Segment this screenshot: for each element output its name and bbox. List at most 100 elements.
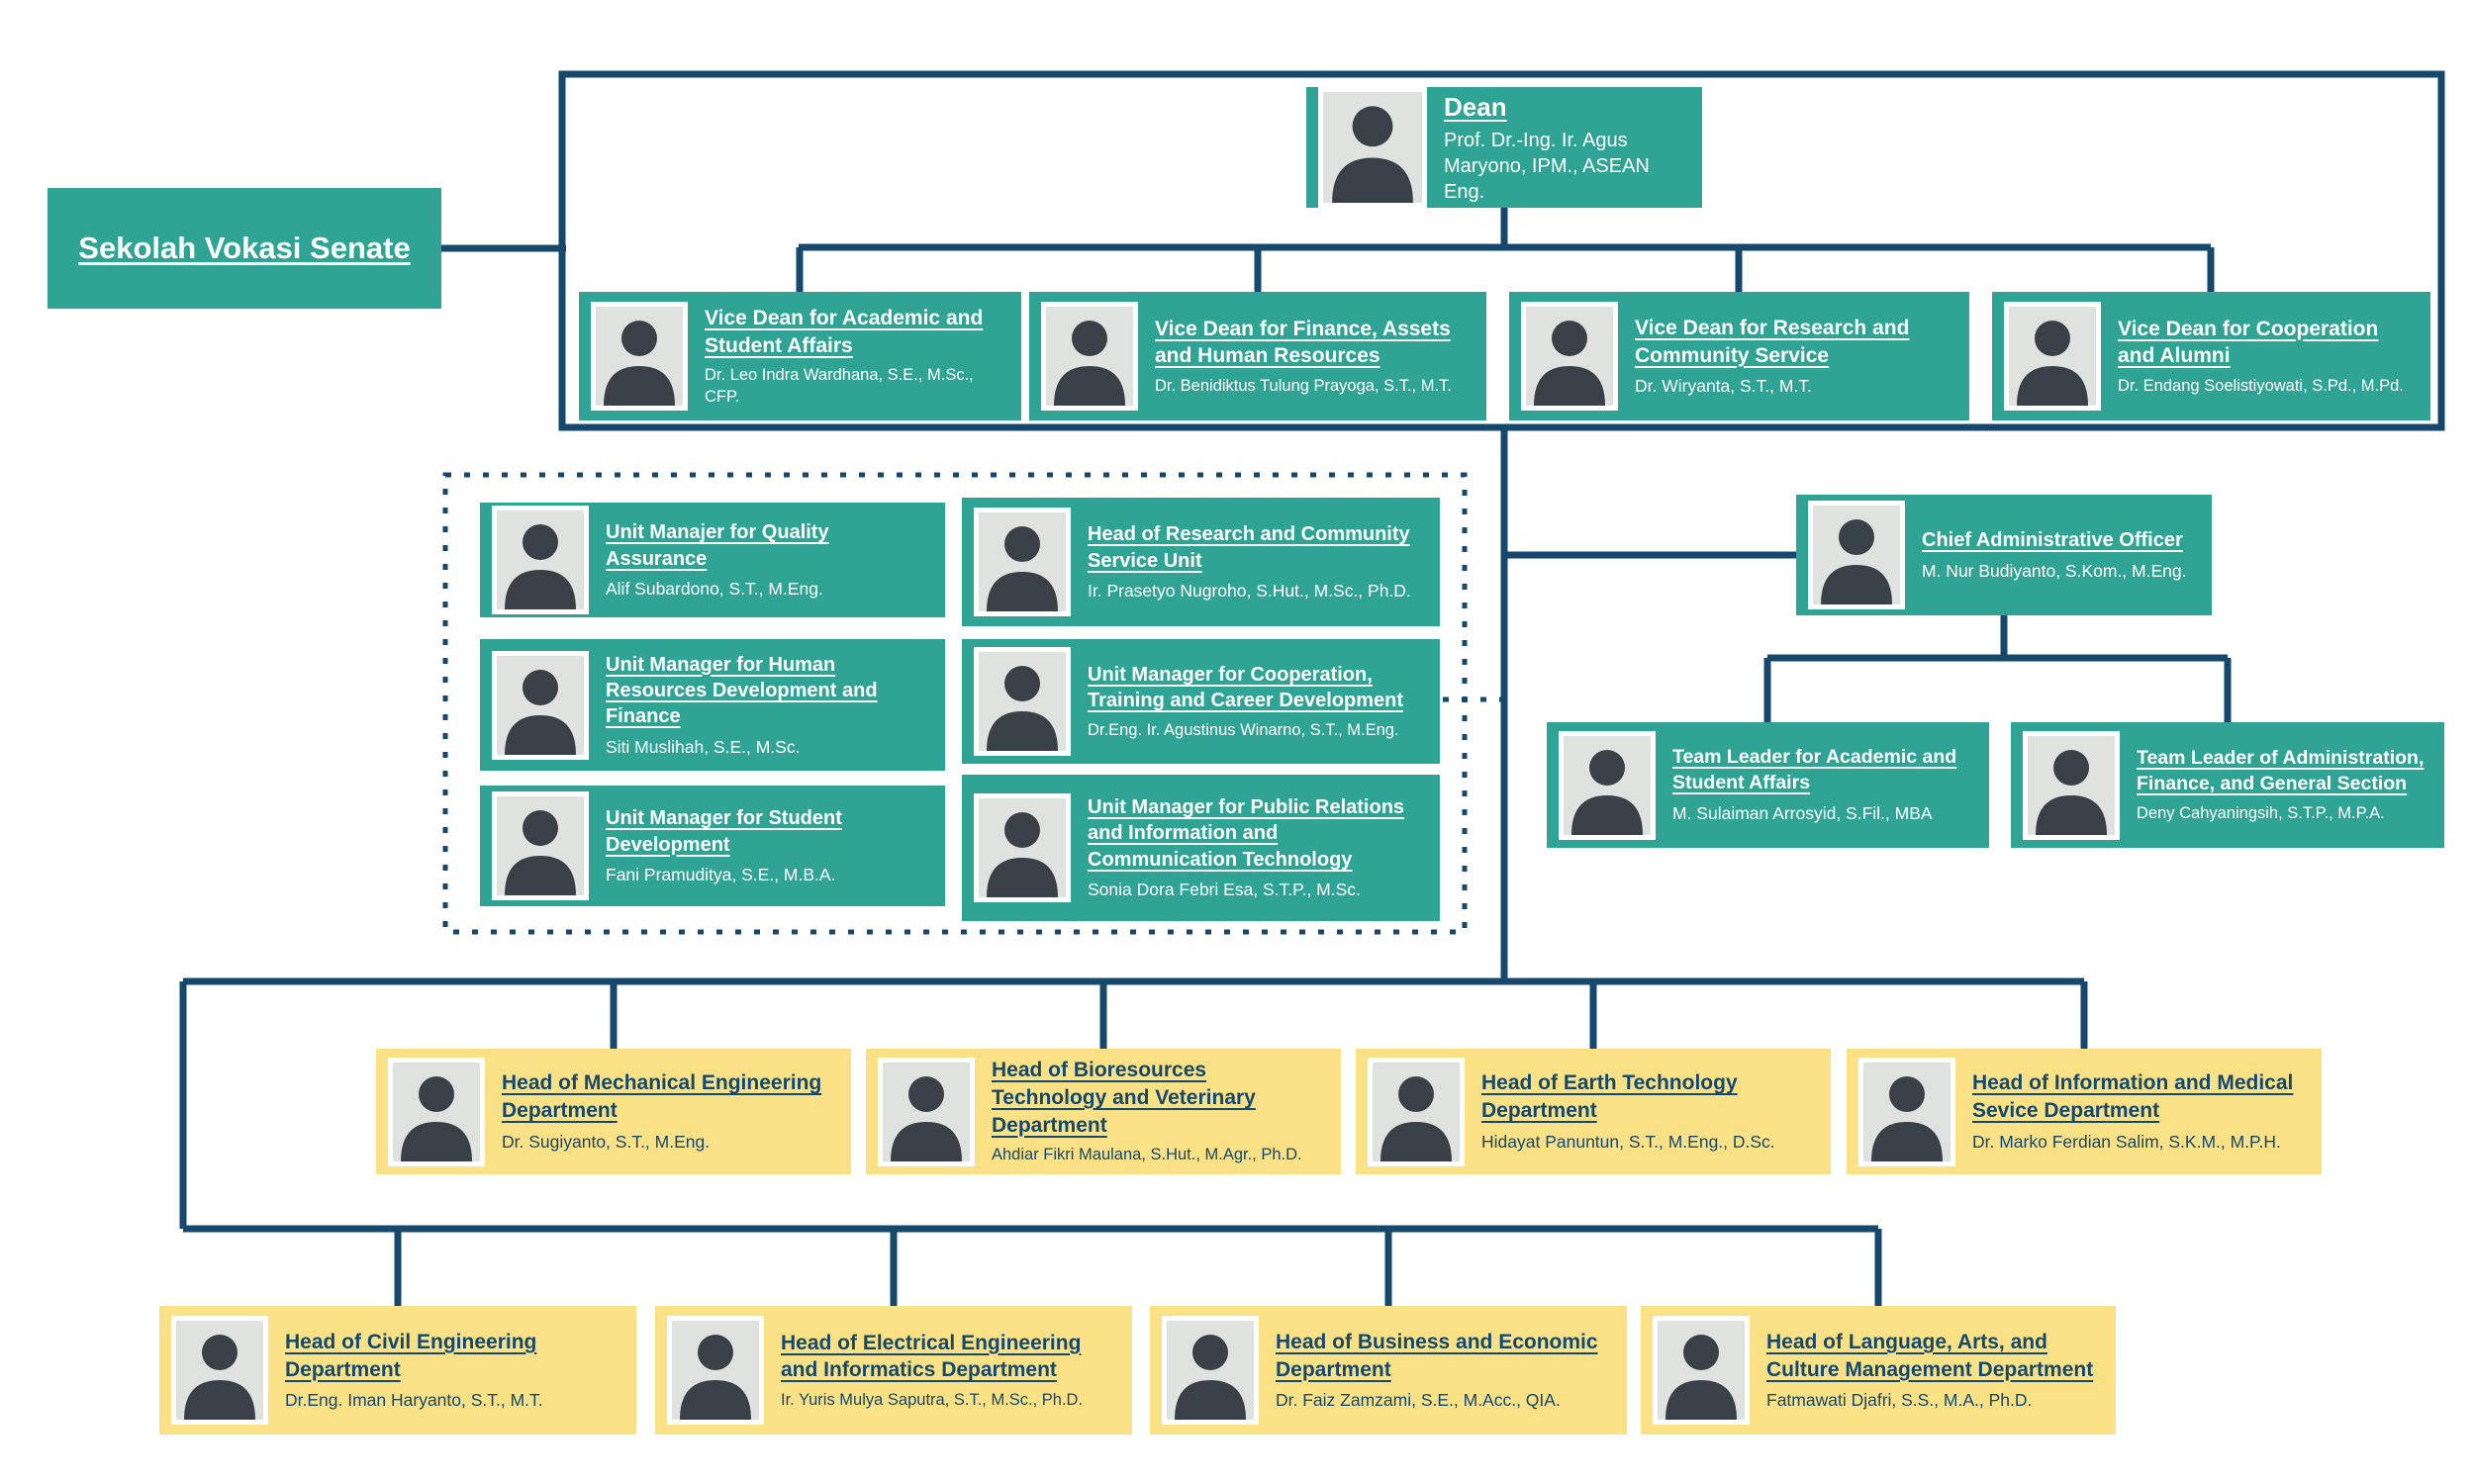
person-icon [497,655,584,755]
person-name: Dr.Eng. Iman Haryanto, S.T., M.T. [285,1390,543,1411]
unit-manager-student-card: Unit Manager for Student Development Fan… [480,786,945,906]
person-icon [497,510,584,609]
person-name: Sonia Dora Febri Esa, S.T.P., M.Sc. [1088,880,1361,900]
role-title: Head of Bioresources Technology and Vete… [992,1059,1256,1137]
dept-civil-card: Head of Civil Engineering Department Dr.… [159,1306,636,1435]
person-icon [883,1062,970,1161]
unit-head-research-card: Head of Research and Community Service U… [962,498,1440,626]
person-name: Deny Cahyaningsih, S.T.P., M.P.A. [2137,803,2385,822]
dept-business-card: Head of Business and Economic Department… [1150,1306,1627,1435]
person-icon [1323,92,1422,203]
role-title: Team Leader of Administration, Finance, … [2137,747,2425,794]
person-name: Prof. Dr.-Ing. Ir. Agus Maryono, IPM., A… [1444,130,1650,204]
role-title: Head of Research and Community Service U… [1088,523,1410,572]
senate-title: Sekolah Vokasi Senate [78,230,411,265]
role-title: Vice Dean for Cooperation and Alumni [2118,317,2379,368]
profile-photo [1653,1316,1750,1425]
profile-photo [1858,1057,1955,1166]
profile-photo [1041,302,1138,411]
role-title: Unit Manajer for Quality Assurance [606,521,829,570]
vice-dean-academic-card: Vice Dean for Academic and Student Affai… [579,292,1021,420]
role-title: Unit Manager for Human Resources Develop… [606,653,878,728]
person-name: Dr. Marko Ferdian Salim, S.K.M., M.P.H. [1972,1131,2281,1152]
person-name: Hidayat Panuntun, S.T., M.Eng., D.Sc. [1481,1131,1775,1152]
person-name: Dr. Leo Indra Wardhana, S.E., M.Sc., CFP… [705,366,974,406]
unit-manager-public-relations-card: Unit Manager for Public Relations and In… [962,775,1440,921]
dean-card: Dean Prof. Dr.-Ing. Ir. Agus Maryono, IP… [1306,87,1702,208]
profile-photo [2004,302,2101,411]
role-title: Vice Dean for Academic and Student Affai… [705,306,984,357]
person-name: Ahdiar Fikri Maulana, S.Hut., M.Agr., Ph… [992,1146,1302,1164]
person-icon [176,1321,263,1420]
person-icon [1046,307,1133,406]
senate-card: Sekolah Vokasi Senate [48,188,441,309]
role-title: Dean [1444,91,1507,122]
profile-photo [492,650,589,760]
vice-dean-research-card: Vice Dean for Research and Community Ser… [1509,292,1969,420]
unit-manager-quality-card: Unit Manajer for Quality Assurance Alif … [480,503,945,617]
person-name: Fatmawati Djafri, S.S., M.A., Ph.D. [1766,1390,2033,1411]
person-name: Dr. Endang Soelistiyowati, S.Pd., M.Pd. [2118,377,2404,395]
person-name: Dr. Wiryanta, S.T., M.T. [1635,376,1812,397]
person-icon [1813,506,1900,604]
role-title: Team Leader for Academic and Student Aff… [1672,746,1957,794]
person-name: Fani Pramuditya, S.E., M.B.A. [606,865,836,885]
profile-photo [492,506,589,614]
profile-photo [878,1057,975,1166]
person-icon [1167,1321,1254,1420]
person-name: M. Sulaiman Arrosyid, S.Fil., MBA [1672,802,1933,823]
role-title: Unit Manager for Public Relations and In… [1088,796,1405,871]
person-icon [672,1321,759,1420]
person-name: Dr. Sugiyanto, S.T., M.Eng. [502,1131,711,1152]
unit-manager-hr-finance-card: Unit Manager for Human Resources Develop… [480,639,945,771]
profile-photo [1808,501,1905,609]
profile-photo [1162,1316,1259,1425]
profile-photo [667,1316,764,1425]
person-icon [1863,1062,1951,1161]
profile-photo [1318,87,1427,208]
profile-photo [1521,302,1618,411]
profile-photo [388,1057,485,1166]
person-icon [1658,1321,1745,1420]
person-icon [1526,307,1613,406]
profile-photo [171,1316,268,1425]
person-icon [979,798,1066,897]
role-title: Chief Administrative Officer [1922,529,2183,552]
person-icon [979,652,1066,751]
person-icon [393,1062,480,1161]
profile-photo [974,508,1071,616]
dept-mechanical-card: Head of Mechanical Engineering Departmen… [376,1049,851,1174]
person-icon [1564,735,1651,835]
person-icon [596,307,683,406]
dept-information-medical-card: Head of Information and Medical Sevice D… [1847,1049,2322,1174]
dept-earth-technology-card: Head of Earth Technology Department Hida… [1356,1049,1831,1174]
dept-electrical-card: Head of Electrical Engineering and Infor… [655,1306,1132,1435]
person-icon [1373,1062,1460,1161]
profile-photo [1559,730,1656,840]
profile-photo [1368,1057,1465,1166]
role-title: Head of Business and Economic Department [1276,1330,1598,1381]
dept-language-arts-card: Head of Language, Arts, and Culture Mana… [1641,1306,2116,1435]
person-name: Dr.Eng. Ir. Agustinus Winarno, S.T., M.E… [1088,720,1399,739]
person-name: Alif Subardono, S.T., M.Eng. [606,579,823,600]
profile-photo [974,793,1071,902]
role-title: Head of Language, Arts, and Culture Mana… [1766,1330,2094,1381]
profile-photo [492,791,589,900]
person-name: M. Nur Budiyanto, S.Kom., M.Eng. [1922,560,2187,581]
person-icon [979,512,1066,611]
role-title: Unit Manager for Cooperation, Training a… [1088,663,1403,712]
role-title: Head of Earth Technology Department [1481,1071,1738,1123]
role-title: Head of Electrical Engineering and Infor… [781,1331,1082,1382]
team-leader-academic-card: Team Leader for Academic and Student Aff… [1547,722,1989,848]
vice-dean-cooperation-card: Vice Dean for Cooperation and Alumni Dr.… [1992,292,2430,420]
role-title: Vice Dean for Research and Community Ser… [1635,316,1910,367]
person-name: Ir. Yuris Mulya Saputra, S.T., M.Sc., Ph… [781,1391,1084,1409]
role-title: Unit Manager for Student Development [606,807,842,856]
dept-bioresources-card: Head of Bioresources Technology and Vete… [866,1049,1341,1174]
person-icon [2009,307,2096,406]
person-name: Siti Muslihah, S.E., M.Sc. [606,736,801,757]
profile-photo [974,647,1071,756]
person-name: Dr. Benidiktus Tulung Prayoga, S.T., M.T… [1155,377,1452,395]
role-title: Vice Dean for Finance, Assets and Human … [1155,317,1451,368]
